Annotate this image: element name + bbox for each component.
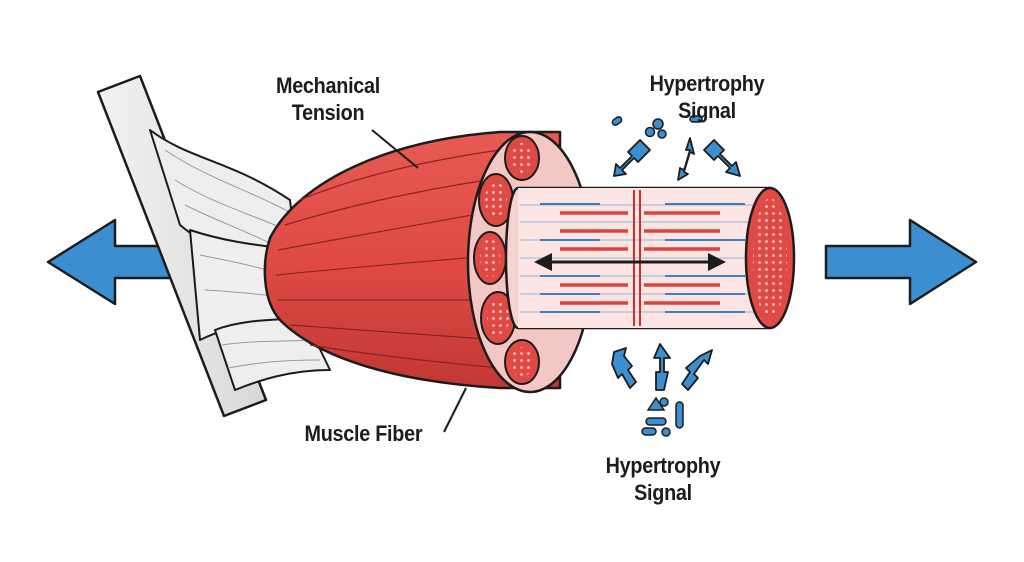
fascicle-bundles xyxy=(473,135,540,385)
hypertrophy-signal-top-label: Hypertrophy Signal xyxy=(649,71,765,123)
dashed-arrow-icon-top xyxy=(613,137,741,181)
mechanical-tension-label: Mechanical Tension xyxy=(275,73,381,125)
pull-right-arrow-icon xyxy=(824,218,978,306)
leader-lines xyxy=(371,129,467,433)
muscle-fiber-label: Muscle Fiber xyxy=(304,421,423,446)
molecule-dots-icon-top xyxy=(611,115,703,139)
myofibril-pattern xyxy=(518,188,770,328)
tendon-fibers xyxy=(149,129,331,391)
molecule-dots-icon-bottom xyxy=(641,396,684,437)
hypertrophy-signal-bottom-label: Hypertrophy Signal xyxy=(605,453,721,505)
double-headed-arrow-icon xyxy=(534,253,726,271)
dashed-arrow-icon-bottom xyxy=(611,343,713,391)
